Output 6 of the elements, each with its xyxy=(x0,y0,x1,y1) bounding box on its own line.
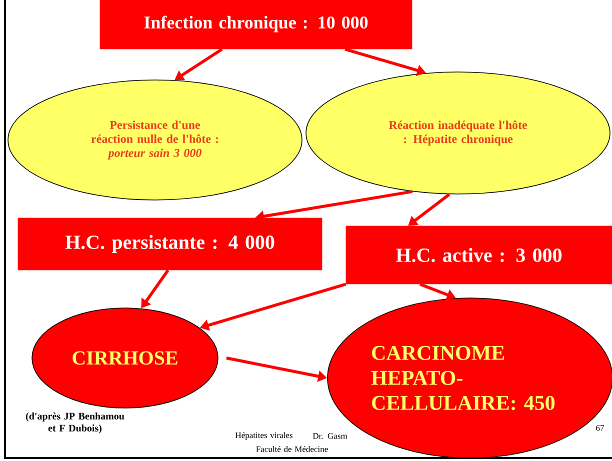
title-box: Infection chronique : 10 000 xyxy=(100,0,412,50)
stage-box: H.C. active : 3 000 xyxy=(346,226,612,284)
footer-text: Faculté de Médecine xyxy=(256,446,328,452)
footer-text: Hépatites virales xyxy=(235,432,292,440)
page-number: 67 xyxy=(596,425,604,431)
stage-box: H.C. persistante : 4 000 xyxy=(18,218,322,270)
